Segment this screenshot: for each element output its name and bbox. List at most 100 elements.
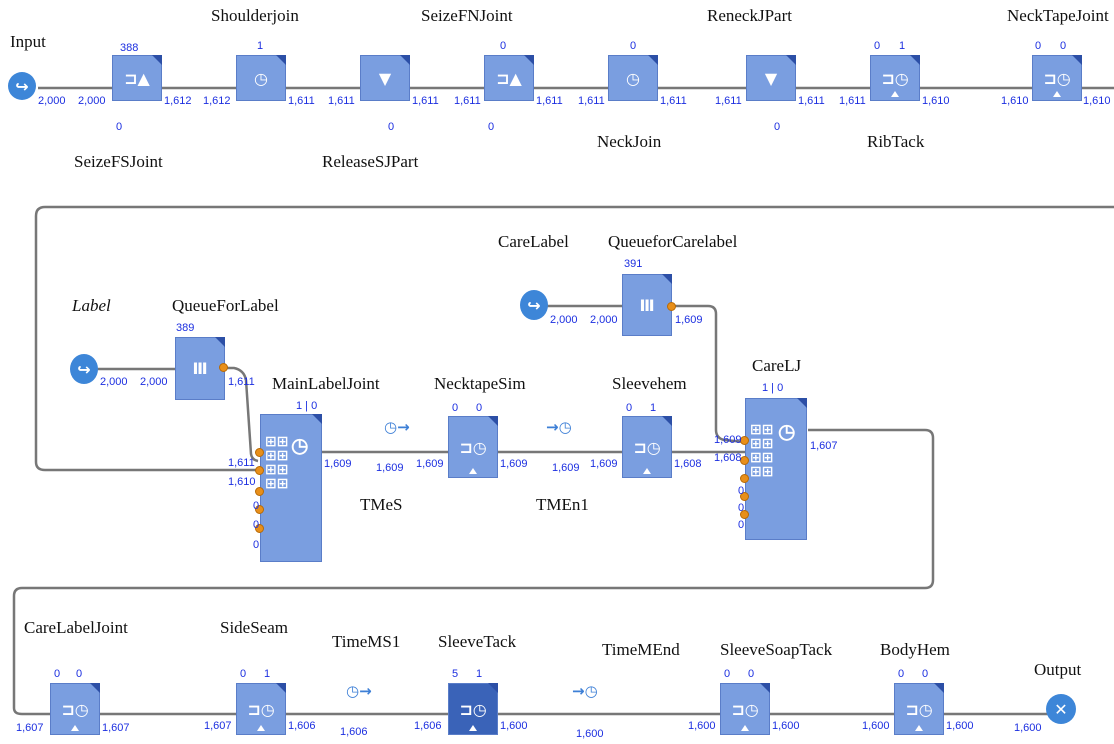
queue-for-carelabel-block[interactable]: Ⅲ (622, 274, 672, 336)
carelj-port-3[interactable] (740, 474, 749, 483)
timems1-timemeasure-icon[interactable]: ◷→ (346, 682, 372, 700)
carelj-in2: 1,608 (714, 452, 742, 464)
release-in-count: 1,611 (328, 95, 355, 107)
sleevesoaptack-block[interactable]: ⊐◷ (720, 683, 770, 735)
timemend-label: TimeMEnd (602, 640, 680, 659)
release-out-count: 1,611 (412, 95, 439, 107)
ribtack-block[interactable]: ⊐◷ (870, 55, 920, 101)
carelj-block[interactable]: ⊞⊞⊞⊞⊞⊞⊞⊞ ◷ (745, 398, 807, 540)
sleevehem-top-b: 1 (650, 402, 657, 414)
release-bottom-count: 0 (388, 121, 395, 133)
soaptack-top-b: 0 (748, 668, 755, 680)
reneck-label: ReneckJPart (707, 6, 792, 25)
seizefn-top-count: 0 (500, 40, 507, 52)
mainlabeljoint-block[interactable]: ⊞⊞⊞⊞⊞⊞⊞⊞ ◷ (260, 414, 322, 562)
sleevetack-in: 1,606 (414, 720, 442, 732)
tmes-timemeasure-icon[interactable]: ◷→ (384, 418, 410, 436)
queue-care-top: 391 (624, 258, 643, 270)
necktape-block[interactable]: ⊐◷ (1032, 55, 1082, 101)
necktapesim-out: 1,609 (500, 458, 528, 470)
soaptack-out: 1,600 (772, 720, 800, 732)
reneck-block[interactable]: ▼ (746, 55, 796, 101)
mainlabel-label: MainLabelJoint (272, 374, 380, 393)
queue-label-out: 1,611 (228, 376, 255, 388)
necktapesim-block[interactable]: ⊐◷ (448, 416, 498, 478)
tmen1-label: TMEn1 (536, 495, 589, 514)
shoulder-in-count: 1,612 (203, 95, 231, 107)
release-label: ReleaseSJPart (322, 152, 419, 171)
mainlabel-z3: 0 (253, 539, 260, 551)
ribtack-top-a: 0 (874, 40, 881, 52)
neckjoin-top-count: 0 (630, 40, 637, 52)
reneck-in-count: 1,611 (715, 95, 742, 107)
seizefn-out-count: 1,611 (536, 95, 563, 107)
necktape-out-count: 1,610 (1083, 95, 1111, 107)
queue-for-label-block[interactable]: Ⅲ (175, 337, 225, 400)
input-source-icon[interactable]: ↪ (8, 72, 36, 100)
bodyhem-block[interactable]: ⊐◷ (894, 683, 944, 735)
tmen1-in: 1,609 (552, 462, 580, 474)
seizefs-label: SeizeFSJoint (74, 152, 163, 171)
releasesj-block[interactable]: ▼ (360, 55, 410, 101)
queue-care-out-port[interactable] (667, 302, 676, 311)
mainlabel-port-1[interactable] (255, 448, 264, 457)
care-source-out: 2,000 (550, 314, 578, 326)
necktapesim-top-b: 0 (476, 402, 483, 414)
mainlabel-z1: 0 (253, 500, 260, 512)
ribtack-top-b: 1 (899, 40, 906, 52)
batch-grid-icon: ⊞⊞⊞⊞⊞⊞⊞⊞ (750, 422, 774, 480)
sleevetack-top-a: 5 (452, 668, 459, 680)
shoulder-top-count: 1 (257, 40, 264, 52)
mainlabel-port-2[interactable] (255, 466, 264, 475)
necktapesim-label: NecktapeSim (434, 374, 526, 393)
mainlabel-port-5[interactable] (255, 524, 264, 533)
necktapesim-in: 1,609 (416, 458, 444, 470)
carelj-port-1[interactable] (740, 436, 749, 445)
sleevetack-out: 1,600 (500, 720, 528, 732)
seizefn-block[interactable]: ⊐▲ (484, 55, 534, 101)
mainlabel-out: 1,609 (324, 458, 352, 470)
reneck-bottom-count: 0 (774, 121, 781, 133)
reneck-out-count: 1,611 (798, 95, 825, 107)
ribtack-out-count: 1,610 (922, 95, 950, 107)
shoulder-label: Shoulderjoin (211, 6, 299, 25)
queue-label-top: 389 (176, 322, 195, 334)
queue-care-out: 1,609 (675, 314, 703, 326)
shoulderjoin-block[interactable]: ◷ (236, 55, 286, 101)
bodyhem-in: 1,600 (862, 720, 890, 732)
mainlabel-port-3[interactable] (255, 487, 264, 496)
carelj-port-2[interactable] (740, 456, 749, 465)
queue-label-out-port[interactable] (219, 363, 228, 372)
sleevetack-block[interactable]: ⊐◷ (448, 683, 498, 735)
carelabeljoint-top-b: 0 (76, 668, 83, 680)
sideseam-block[interactable]: ⊐◷ (236, 683, 286, 735)
tmen1-timeend-icon[interactable]: →◷ (546, 418, 572, 436)
queue-label-in: 2,000 (140, 376, 168, 388)
neckjoin-label: NeckJoin (597, 132, 662, 151)
clock-icon: ◷ (291, 435, 309, 457)
batch-grid-icon: ⊞⊞⊞⊞⊞⊞⊞⊞ (265, 434, 289, 492)
care-source-icon[interactable]: ↪ (520, 290, 548, 320)
sleevetack-label: SleeveTack (438, 632, 517, 651)
timemend-timeend-icon[interactable]: →◷ (572, 682, 598, 700)
sleevehem-out: 1,608 (674, 458, 702, 470)
label-source-icon[interactable]: ↪ (70, 354, 98, 384)
mainlabel-port-4[interactable] (255, 505, 264, 514)
neckjoin-in-count: 1,611 (578, 95, 605, 107)
output-sink-icon[interactable]: ✕ (1046, 694, 1076, 724)
seizefs-block[interactable]: ⊐▲ (112, 55, 162, 101)
carelabeljoint-block[interactable]: ⊐◷ (50, 683, 100, 735)
necktape-label: NeckTapeJoint (1007, 6, 1109, 25)
carelj-port-5[interactable] (740, 510, 749, 519)
care-source-label: CareLabel (498, 232, 569, 251)
soaptack-label: SleeveSoapTack (720, 640, 833, 659)
carelj-out: 1,607 (810, 440, 838, 452)
neckjoin-block[interactable]: ◷ (608, 55, 658, 101)
necktapesim-top-a: 0 (452, 402, 459, 414)
carelj-port-4[interactable] (740, 492, 749, 501)
sleevehem-block[interactable]: ⊐◷ (622, 416, 672, 478)
soaptack-top-a: 0 (724, 668, 731, 680)
carelabeljoint-top-a: 0 (54, 668, 61, 680)
sleevetack-top-b: 1 (476, 668, 483, 680)
